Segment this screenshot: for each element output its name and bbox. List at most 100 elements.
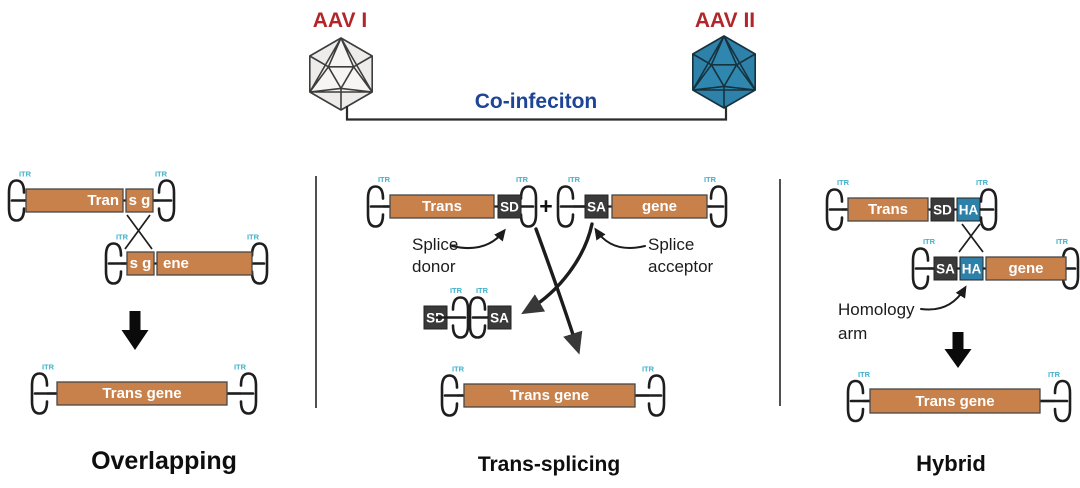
itr-label: ITR	[976, 178, 989, 187]
aav1-capsid-wireframe	[309, 37, 373, 111]
ha-label: HA	[962, 262, 982, 277]
itr-label: ITR	[858, 370, 871, 379]
homology-arm-line2: arm	[838, 324, 867, 343]
sd-label: SD	[933, 203, 952, 218]
panel-overlapping: ITR ITR Tran s g ITR ITR s g ene ITR ITR…	[7, 170, 269, 475]
sa-label: SA	[587, 200, 606, 215]
transgene-product-bar	[56, 381, 228, 406]
itr-label: ITR	[1056, 237, 1069, 246]
itr-junction-intermediate: SD ITR ITR SA	[423, 286, 512, 339]
aav2-capsid-icon	[692, 35, 756, 109]
itr-label: ITR	[452, 365, 465, 374]
gene-cassette-bar	[611, 194, 708, 219]
splice-donor-annotation: Splice donor	[412, 228, 506, 276]
splice-donor-box	[930, 197, 955, 222]
splice-acceptor-box	[487, 305, 512, 330]
panel-title-overlapping: Overlapping	[91, 447, 237, 475]
transgene-label: Trans gene	[510, 387, 589, 404]
itr-label: ITR	[704, 175, 717, 184]
ene-cassette-bar	[156, 251, 253, 276]
aav1-label: AAV I	[313, 9, 367, 32]
itr-icon	[1037, 379, 1072, 423]
homology-arm-annotation: Homology arm	[838, 285, 967, 343]
crossover-line	[961, 223, 984, 253]
coinfection-header: AAV I AAV II Co-infeciton	[309, 9, 756, 121]
splice-acceptor-box	[584, 194, 609, 219]
overlap-sg-box	[126, 251, 155, 276]
crossover-line	[124, 214, 151, 250]
trans-label: Trans	[422, 198, 462, 215]
sd-label: SD	[500, 200, 519, 215]
sg-fragment-label: s g	[130, 255, 152, 272]
panel-trans-splicing: ITR ITR Trans SD + ITR ITR SA gene Splic…	[366, 175, 728, 476]
crossover-line	[126, 214, 153, 250]
itr-label: ITR	[450, 286, 463, 295]
homology-arm-box	[959, 256, 984, 281]
splice-acceptor-line2: acceptor	[648, 257, 714, 276]
arrow-to-itr-junction	[521, 222, 594, 315]
down-arrow-icon	[121, 311, 149, 350]
itr-label: ITR	[568, 175, 581, 184]
aav2-label: AAV II	[695, 9, 755, 32]
gene-cassette-bar	[985, 256, 1067, 281]
itr-label: ITR	[234, 363, 247, 372]
panel-title-trans-splicing: Trans-splicing	[478, 453, 620, 476]
arrow-to-product	[534, 227, 583, 355]
itr-icon	[631, 374, 666, 417]
splice-acceptor-annotation: Splice acceptor	[594, 227, 714, 276]
overlap-sg-box	[125, 188, 154, 213]
ha-label: HA	[959, 203, 979, 218]
down-arrow-icon	[944, 332, 972, 368]
trans-label: Trans	[868, 201, 908, 218]
itr-label: ITR	[42, 363, 55, 372]
itr-label: ITR	[923, 237, 936, 246]
coinfection-label: Co-infeciton	[475, 90, 597, 113]
splice-donor-arrow	[451, 228, 506, 250]
itr-icon	[223, 372, 258, 415]
trans-cassette-bar	[847, 197, 929, 222]
tran-cassette-bar	[25, 188, 124, 213]
itr-label: ITR	[1048, 370, 1061, 379]
plus-sign: +	[539, 193, 552, 219]
homology-arm-box	[956, 197, 981, 222]
itr-label: ITR	[19, 170, 32, 179]
panel-title-hybrid: Hybrid	[916, 451, 986, 476]
panel-hybrid: ITR ITR Trans SD HA ITR ITR SA HA gene H…	[825, 178, 1080, 476]
itr-icon	[556, 185, 591, 228]
splice-acceptor-arrow	[594, 227, 646, 249]
itr-label: ITR	[247, 233, 260, 242]
homology-arm-line1: Homology	[838, 300, 915, 319]
aav1-capsid-icon	[309, 37, 373, 111]
transgene-product-bar	[463, 383, 636, 408]
aav2-capsid-facet	[692, 36, 756, 90]
itr-label: ITR	[155, 170, 168, 179]
transgene-product-bar	[869, 388, 1041, 414]
gene-label: gene	[1008, 260, 1043, 277]
itr-label: ITR	[642, 365, 655, 374]
trans-cassette-bar	[389, 194, 495, 219]
homology-arm-arrow	[920, 285, 967, 311]
splice-acceptor-box	[933, 256, 958, 281]
itr-label: ITR	[116, 233, 129, 242]
splice-donor-line1: Splice	[412, 235, 458, 254]
sa-label: SA	[490, 311, 509, 326]
coinfection-bracket	[345, 106, 728, 121]
itr-label: ITR	[378, 175, 391, 184]
splice-donor-box	[497, 194, 522, 219]
splice-donor-line2: donor	[412, 257, 456, 276]
gene-label: gene	[642, 198, 677, 215]
itr-label: ITR	[476, 286, 489, 295]
aav1-capsid-facet	[309, 38, 373, 92]
itr-label: ITR	[516, 175, 529, 184]
transgene-label: Trans gene	[102, 385, 181, 402]
tran-fragment-label: Tran	[87, 192, 119, 209]
ene-fragment-label: ene	[163, 255, 189, 272]
sd-label: SD	[426, 311, 445, 326]
sg-fragment-label: s g	[129, 192, 151, 209]
crossover-line	[958, 223, 981, 253]
crossover-x	[124, 214, 153, 250]
crossover-x	[958, 223, 984, 253]
itr-label: ITR	[837, 178, 850, 187]
